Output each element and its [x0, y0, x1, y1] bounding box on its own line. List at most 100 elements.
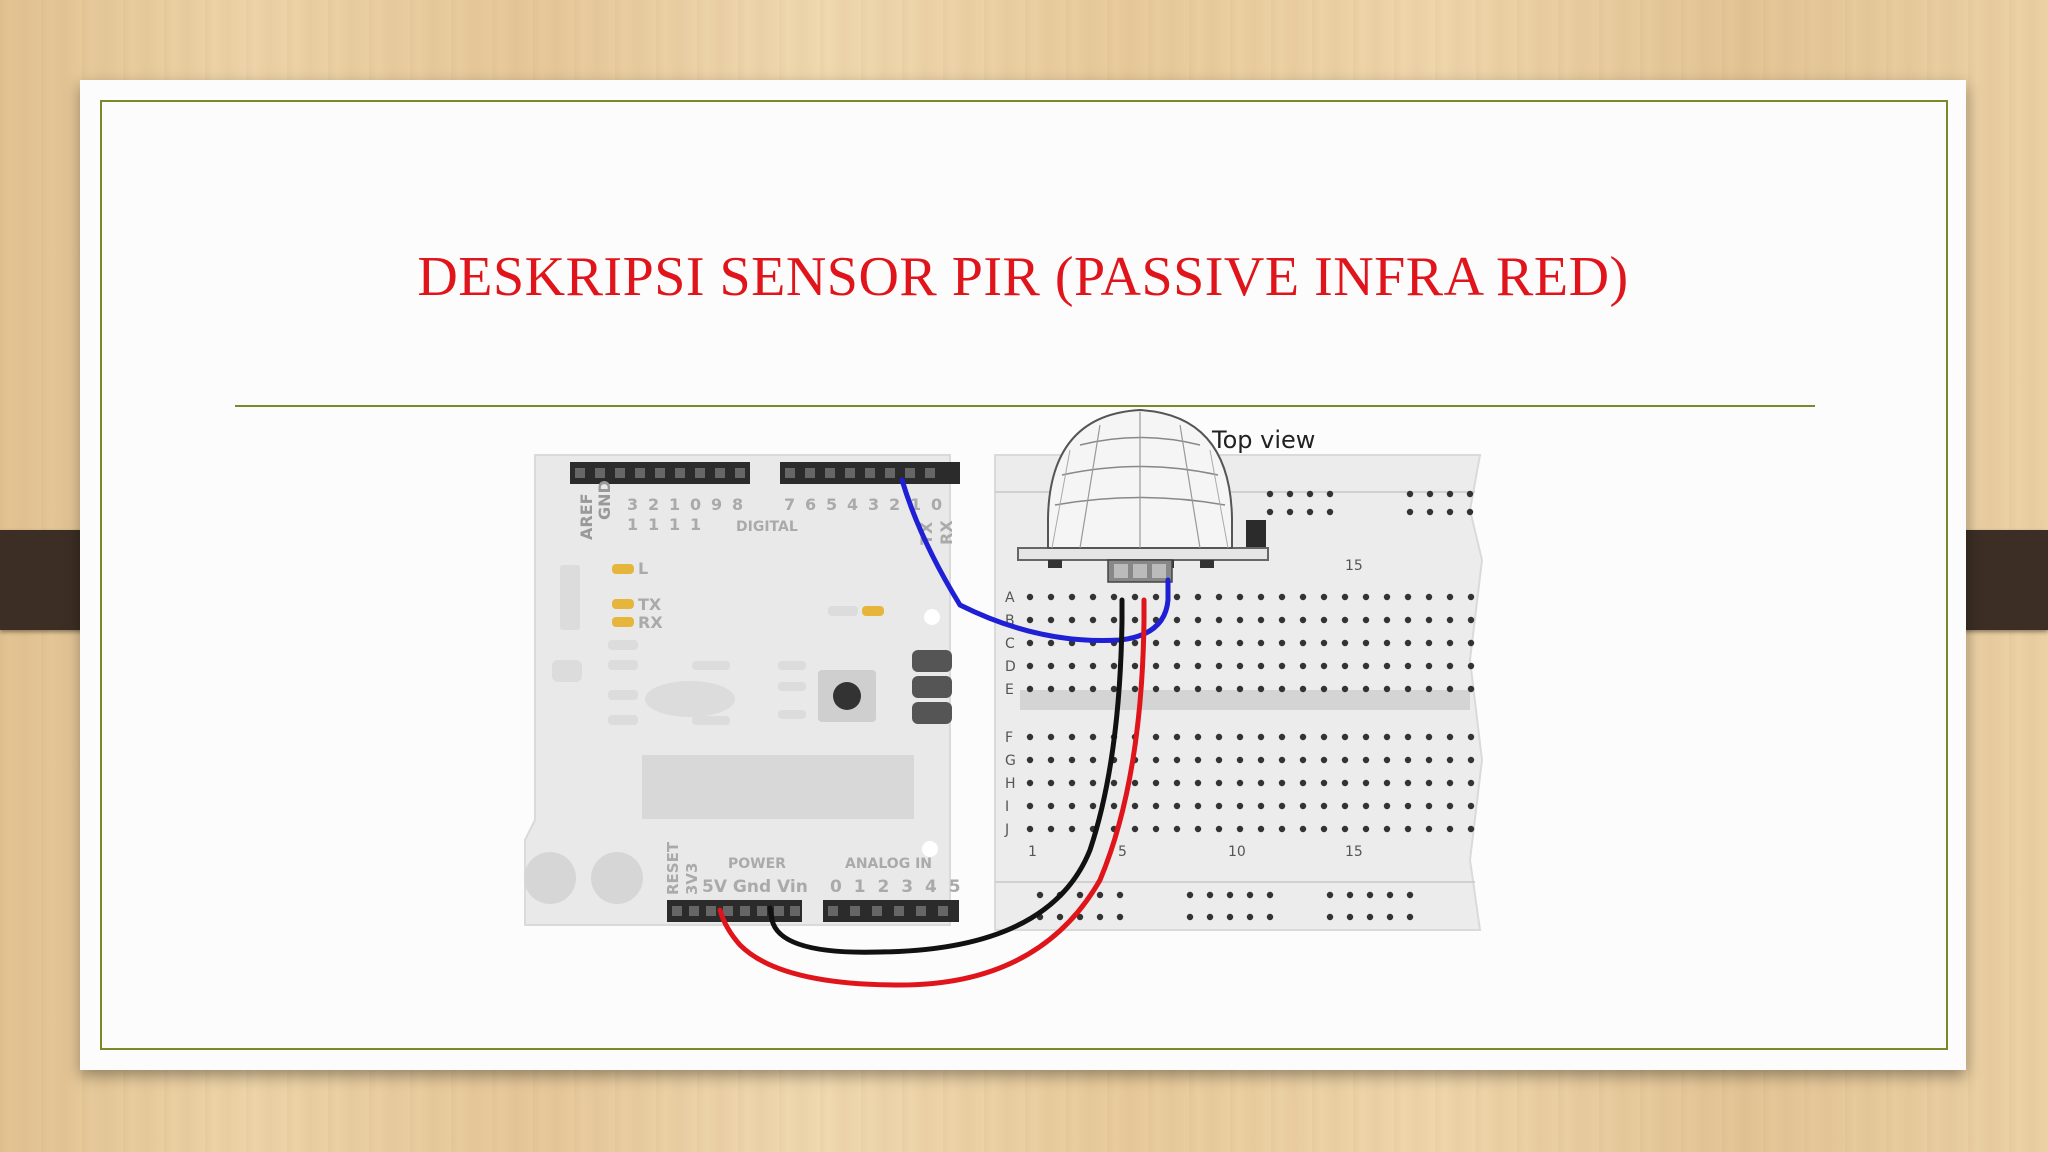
breadboard-hole	[1362, 639, 1370, 647]
breadboard-hole	[1467, 779, 1475, 787]
breadboard-hole	[1152, 662, 1160, 670]
breadboard-hole	[1246, 913, 1254, 921]
breadboard-hole	[1446, 490, 1454, 498]
title-divider	[235, 405, 1815, 407]
breadboard-hole	[1068, 662, 1076, 670]
breadboard-hole	[1047, 685, 1055, 693]
breadboard-hole	[1404, 616, 1412, 624]
breadboard-hole	[1068, 685, 1076, 693]
breadboard-hole	[1341, 593, 1349, 601]
breadboard-hole	[1110, 802, 1118, 810]
breadboard-hole	[1068, 733, 1076, 741]
breadboard-hole	[1404, 685, 1412, 693]
breadboard-hole	[1089, 616, 1097, 624]
breadboard-hole	[1299, 593, 1307, 601]
breadboard-hole	[1425, 756, 1433, 764]
breadboard-hole	[1266, 490, 1274, 498]
breadboard-hole	[1286, 508, 1294, 516]
breadboard-hole	[1173, 616, 1181, 624]
breadboard-row-label: G	[1005, 753, 1016, 769]
digital-pin-number: 2	[889, 495, 900, 514]
breadboard-hole	[1383, 825, 1391, 833]
digital-pin-tens: 1	[648, 515, 659, 534]
breadboard-hole	[1383, 802, 1391, 810]
breadboard-hole	[1341, 616, 1349, 624]
breadboard-hole	[1173, 779, 1181, 787]
breadboard-hole	[1366, 891, 1374, 899]
breadboard-hole	[1026, 779, 1034, 787]
breadboard-hole	[1068, 825, 1076, 833]
breadboard-hole	[1306, 490, 1314, 498]
breadboard-hole	[1278, 825, 1286, 833]
digital-pin-number: 4	[847, 495, 858, 514]
breadboard-hole	[1278, 593, 1286, 601]
breadboard-column-label: 10	[1228, 844, 1246, 860]
breadboard-hole	[1089, 779, 1097, 787]
breadboard-hole	[1341, 779, 1349, 787]
rx-vertical-label: RX	[937, 520, 956, 545]
breadboard-hole	[1257, 662, 1265, 670]
power-pins-label: 5V Gnd Vin	[702, 877, 808, 897]
breadboard-hole	[1026, 616, 1034, 624]
breadboard-hole	[1131, 685, 1139, 693]
digital-pin-number: 0	[931, 495, 942, 514]
breadboard-hole	[1467, 802, 1475, 810]
breadboard-hole	[1425, 825, 1433, 833]
breadboard-hole	[1076, 891, 1084, 899]
breadboard-hole	[1089, 756, 1097, 764]
breadboard-hole	[1173, 662, 1181, 670]
breadboard-column-label: 5	[1118, 844, 1127, 860]
breadboard-hole	[1362, 802, 1370, 810]
breadboard-hole	[1173, 593, 1181, 601]
aref-label: AREF	[577, 493, 596, 540]
breadboard-hole	[1047, 639, 1055, 647]
breadboard-hole	[1215, 733, 1223, 741]
breadboard-hole	[1026, 756, 1034, 764]
3v3-label: 3V3	[683, 863, 701, 895]
slide-title: DESKRIPSI SENSOR PIR (PASSIVE INFRA RED)	[417, 246, 1629, 308]
breadboard-hole	[1362, 756, 1370, 764]
breadboard-hole	[1215, 825, 1223, 833]
breadboard-hole	[1446, 802, 1454, 810]
breadboard-hole	[1206, 913, 1214, 921]
breadboard-hole	[1036, 891, 1044, 899]
breadboard-hole	[1089, 593, 1097, 601]
breadboard-hole	[1257, 779, 1265, 787]
digital-pin-tens: 1	[627, 515, 638, 534]
breadboard-hole	[1383, 779, 1391, 787]
breadboard-hole	[1362, 662, 1370, 670]
breadboard-hole	[1186, 913, 1194, 921]
breadboard-hole	[1131, 802, 1139, 810]
breadboard-hole	[1446, 593, 1454, 601]
breadboard-hole	[1047, 616, 1055, 624]
breadboard-hole	[1096, 913, 1104, 921]
breadboard-hole	[1425, 616, 1433, 624]
breadboard-hole	[1362, 733, 1370, 741]
breadboard-hole	[1306, 508, 1314, 516]
breadboard-hole	[1425, 779, 1433, 787]
breadboard-hole	[1404, 802, 1412, 810]
breadboard-hole	[1194, 756, 1202, 764]
breadboard-hole	[1131, 662, 1139, 670]
breadboard-hole	[1194, 616, 1202, 624]
breadboard-hole	[1194, 593, 1202, 601]
breadboard-hole	[1383, 685, 1391, 693]
breadboard-hole	[1186, 891, 1194, 899]
breadboard-hole	[1131, 616, 1139, 624]
breadboard-hole	[1026, 733, 1034, 741]
breadboard-hole	[1425, 639, 1433, 647]
breadboard-hole	[1341, 639, 1349, 647]
breadboard-hole	[1383, 616, 1391, 624]
breadboard-hole	[1089, 685, 1097, 693]
breadboard-hole	[1236, 685, 1244, 693]
column-label-top-15: 15	[1345, 558, 1363, 574]
breadboard-hole	[1446, 685, 1454, 693]
breadboard-hole	[1236, 616, 1244, 624]
breadboard-hole	[1362, 779, 1370, 787]
breadboard-hole	[1068, 756, 1076, 764]
breadboard-hole	[1226, 891, 1234, 899]
breadboard-hole	[1341, 802, 1349, 810]
breadboard-hole	[1299, 685, 1307, 693]
breadboard-hole	[1467, 825, 1475, 833]
breadboard-hole	[1320, 756, 1328, 764]
